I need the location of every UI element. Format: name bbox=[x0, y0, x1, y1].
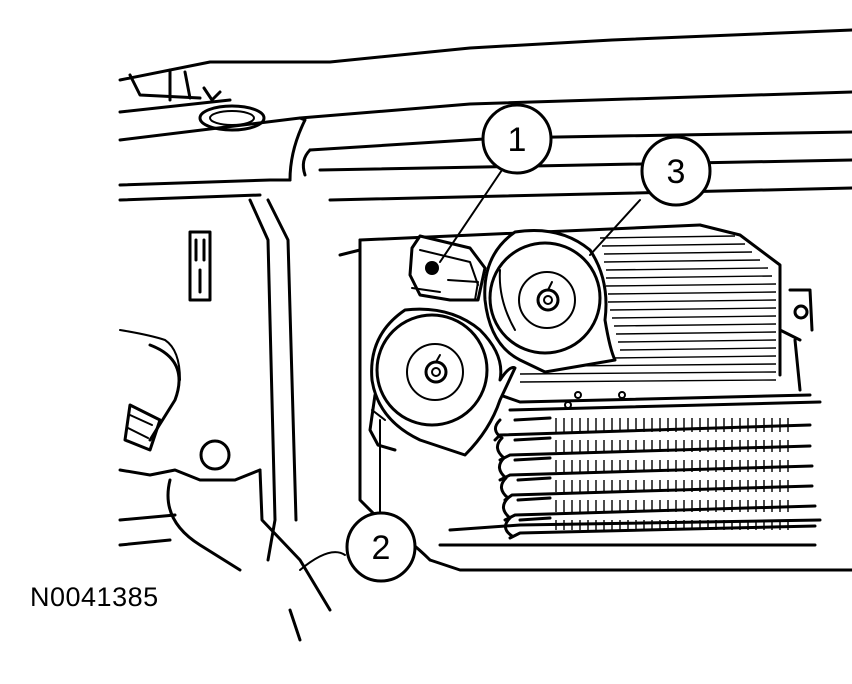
horn-bracket bbox=[408, 234, 487, 302]
cooler-core bbox=[378, 391, 852, 572]
callout-2-number: 2 bbox=[372, 529, 391, 567]
callout-1-number: 1 bbox=[508, 121, 527, 159]
cooler-fins bbox=[555, 418, 789, 530]
radiator-support-left bbox=[118, 198, 346, 642]
grille-opening bbox=[338, 223, 814, 522]
panel-hatching bbox=[519, 235, 777, 383]
callout-2: 2 bbox=[345, 511, 417, 583]
callout-3: 3 bbox=[640, 135, 712, 207]
figure-id-label: N0041385 bbox=[30, 582, 159, 612]
callout-3-number: 3 bbox=[667, 153, 686, 191]
horn-rear bbox=[483, 228, 617, 374]
body-panel-upper bbox=[118, 28, 852, 202]
horn-front bbox=[368, 307, 517, 457]
callout-1: 1 bbox=[481, 103, 553, 175]
callout-leaders bbox=[379, 169, 641, 521]
